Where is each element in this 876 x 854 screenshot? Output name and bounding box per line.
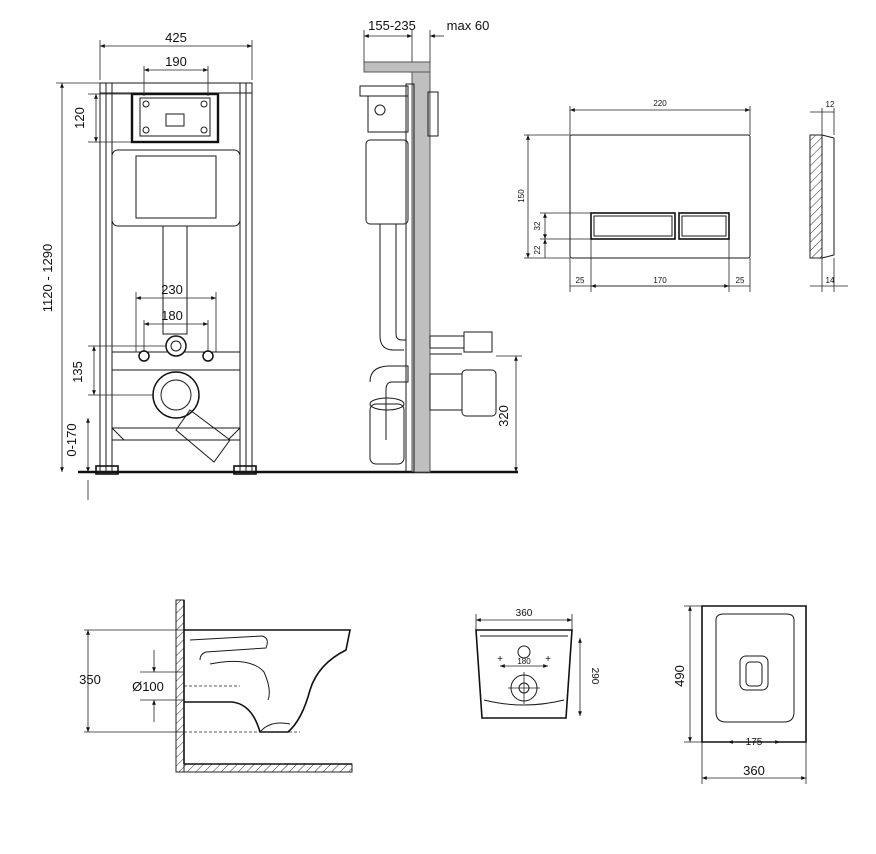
dim-plate-height: 150: [517, 189, 526, 203]
bowl-back-outline: [475, 629, 573, 719]
dim-bowl-back-height: 290: [589, 668, 600, 685]
side-flush-module: [367, 95, 409, 133]
dim-plate-depth-top: 12: [826, 100, 835, 109]
dim-plate-depth-bottom: 14: [826, 276, 835, 285]
flush-button-large: [678, 212, 730, 240]
side-drain-elbow: [369, 403, 405, 465]
svg-text:+: +: [497, 654, 503, 665]
dim-bowl-height: 350: [79, 672, 101, 687]
dim-bolt-inner: 180: [161, 308, 183, 323]
svg-text:+: +: [545, 654, 551, 665]
side-cistern: [365, 139, 409, 225]
dim-bowl-back-width: 360: [516, 608, 533, 619]
flush-plate-front-view: 220 150 32 22 25 170 25: [517, 99, 751, 292]
frame-right-foot: [233, 465, 257, 475]
frame-front-view: 425 190 120 1120 - 1290 230 180 135 0-17…: [40, 30, 518, 500]
dim-frame-height: 1120 - 1290: [40, 244, 55, 312]
dim-leg-adjust: 0-170: [64, 423, 79, 456]
bowl-top-view: 490 175 360: [672, 605, 807, 784]
dim-bowl-top-bolts: 175: [746, 737, 763, 748]
dim-drain-height: 135: [70, 361, 85, 383]
dim-bolt-outer: 230: [161, 282, 183, 297]
frame-side-view: 155-235 max 60 320: [359, 18, 522, 473]
cistern: [111, 149, 241, 227]
flush-button-small: [590, 212, 676, 240]
dim-frame-width: 425: [165, 30, 187, 45]
frame-left-foot: [95, 465, 119, 475]
bowl-side-view: 350 Ø100: [79, 599, 353, 773]
dim-plate-width: 190: [165, 54, 187, 69]
dim-margin-left: 25: [576, 276, 585, 285]
dim-plate-width: 220: [653, 99, 667, 108]
flush-plate-side-view: 12 14: [809, 100, 848, 292]
flush-plate: [569, 134, 751, 259]
dim-bowl-top-width: 360: [743, 763, 765, 778]
dim-outlet-height: 320: [496, 405, 511, 427]
dim-outlet-diameter: Ø100: [132, 679, 164, 694]
dim-button-height: 32: [533, 221, 542, 230]
dim-wall-max: max 60: [447, 18, 490, 33]
bowl-profile: [184, 629, 351, 733]
dim-bowl-length: 490: [672, 665, 687, 687]
dim-margin-right: 25: [736, 276, 745, 285]
frame-top-bar: [99, 82, 253, 94]
flush-opening: [130, 92, 220, 144]
dim-plate-height: 120: [72, 107, 87, 129]
dim-button-width: 170: [653, 276, 667, 285]
bowl-back-view: + + 360 180 290: [475, 608, 600, 719]
dim-bowl-back-bolts: 180: [517, 657, 531, 666]
dim-frame-depth: 155-235: [368, 18, 416, 33]
dim-button-offset: 22: [533, 245, 542, 254]
wall-section: [411, 61, 431, 473]
